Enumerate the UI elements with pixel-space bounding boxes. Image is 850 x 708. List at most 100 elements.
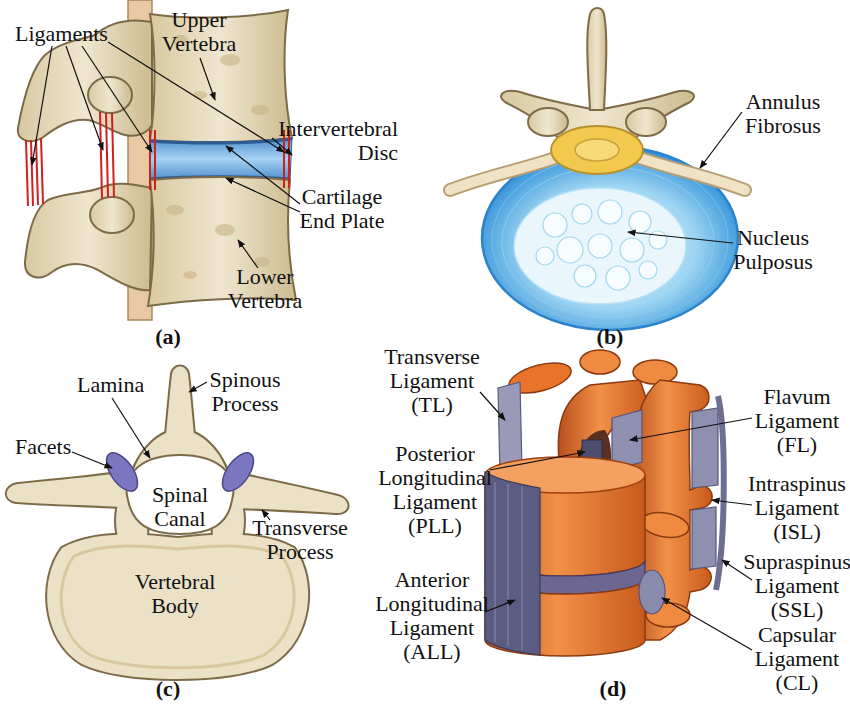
part-label: Posterior Longitudinal Ligament (PLL) (378, 442, 492, 538)
ligament-fibres (26, 112, 289, 206)
cortical-ring (61, 546, 294, 668)
part-label: Transverse Process (252, 516, 348, 564)
end-plate (150, 139, 292, 143)
articular-process (580, 350, 620, 374)
bubble (574, 265, 596, 287)
intraspinus-ligament (692, 408, 718, 488)
ligament-fibre (31, 140, 33, 206)
bone-texture (166, 35, 270, 279)
bubble (536, 247, 554, 265)
intraspinus-ligament (692, 507, 716, 569)
ligament-streak (522, 486, 523, 650)
leader-line (112, 398, 150, 458)
ligament-fibre (26, 140, 28, 206)
nerve-root (450, 158, 555, 190)
ligament-fibre (36, 139, 38, 205)
part-label: Intervertebral Disc (278, 117, 398, 165)
vertebra-bone (7, 367, 348, 680)
posterior-elements (25, 184, 152, 291)
ligament-fibre (149, 130, 151, 190)
part-label: Supraspinus Ligament (SSL) (743, 550, 850, 622)
capsular-ligament (639, 570, 665, 614)
leader-line (238, 240, 258, 268)
spinal-cord (551, 126, 643, 174)
annulus-layer (492, 156, 728, 324)
anterior-longitudinal-ligament (485, 472, 540, 655)
ligament-streaks (495, 482, 522, 650)
bubble (629, 211, 651, 233)
bone-spot (193, 91, 207, 99)
ligament-fibre (100, 112, 102, 198)
ligament-fibre (112, 113, 114, 197)
leader-line (200, 58, 215, 100)
nerve-root (640, 158, 745, 190)
articular-process (639, 509, 690, 541)
leader-line (480, 392, 505, 420)
grey-matter (575, 139, 619, 161)
panel-letter: (a) (155, 325, 181, 349)
part-label: Anterior Longitudinal Ligament (ALL) (375, 568, 489, 664)
leader-line (628, 232, 733, 243)
panel-letter: (c) (156, 677, 180, 701)
leader-line (108, 42, 284, 152)
leader-line (82, 46, 152, 152)
part-label: Spinous Process (210, 368, 281, 416)
leader-line (630, 418, 752, 440)
part-label: Lower Vertebra (228, 265, 303, 313)
nerve-root (640, 158, 745, 190)
leader-line (72, 452, 112, 468)
bubble (588, 234, 612, 258)
leader-line (712, 500, 752, 505)
panel-letter: (b) (597, 325, 624, 349)
part-label: Lamina (77, 373, 144, 397)
bubble (649, 231, 667, 249)
part-label: Upper Vertebra (162, 8, 237, 56)
part-label: Facets (15, 435, 71, 459)
part-label: Cartilage End Plate (292, 185, 392, 233)
spinous-process (587, 8, 606, 110)
facet-process (528, 108, 568, 136)
leader-line (66, 46, 103, 150)
vertebra-outline (7, 367, 348, 680)
facet-process (90, 197, 134, 233)
facet-process (626, 108, 666, 136)
ligament-fibre (154, 130, 156, 190)
part-label: Annulus Fibrosus (745, 90, 821, 138)
vertebra-top-view (7, 367, 348, 680)
part-label: Ligaments (15, 22, 108, 46)
part-label: Vertebral Body (135, 570, 216, 618)
leader-line (189, 382, 207, 392)
leader-line (490, 452, 585, 470)
part-label: Spinal Canal (152, 483, 208, 531)
part-label: Nucleus Pulposus (733, 226, 812, 274)
facet (216, 448, 259, 497)
bubble (557, 237, 583, 263)
ligament-fibre (106, 113, 108, 197)
nucleus-bubbles (536, 200, 667, 290)
leader-line (32, 46, 52, 165)
leader-line (226, 178, 300, 212)
articular-process (633, 360, 677, 384)
part-label: Flavum Ligament (FL) (755, 385, 839, 457)
leader-lines (32, 42, 300, 268)
bubble (572, 204, 592, 224)
leader-line (485, 600, 515, 612)
nucleus-pulposus (514, 188, 686, 304)
bone-spot (166, 205, 184, 215)
bubble (639, 261, 657, 279)
spine-segment-3d (480, 350, 752, 656)
disc-top-view (450, 8, 745, 330)
ligament-streak (495, 482, 496, 642)
bone-spot (251, 105, 269, 115)
spinal-canal (127, 455, 234, 534)
part-label: Transverse Ligament (TL) (384, 345, 480, 417)
leader-lines (480, 392, 752, 650)
bubble (598, 200, 622, 224)
leader-line (662, 598, 752, 650)
part-label: Intraspinus Ligament (ISL) (748, 472, 846, 544)
facet-process (88, 77, 132, 113)
leader-line (700, 112, 742, 168)
ligament-streak (508, 484, 509, 646)
